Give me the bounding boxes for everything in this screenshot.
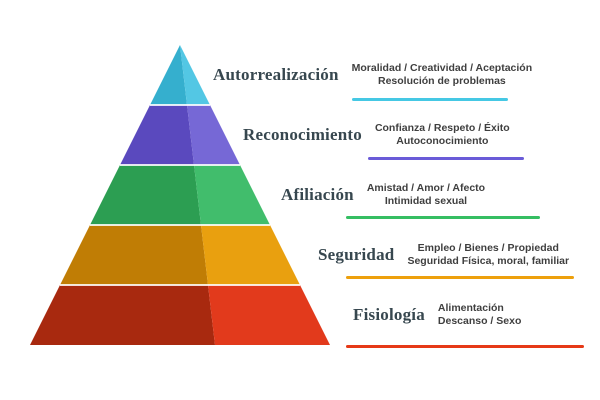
level-items-line1: Alimentación — [437, 302, 504, 314]
level-underline — [346, 276, 574, 279]
pyramid-level-1-dark-face — [150, 45, 187, 105]
pyramid-level-2-dark-face — [120, 105, 194, 165]
level-label-seguridad: Seguridad Empleo / Bienes / Propiedad Se… — [318, 242, 569, 268]
level-items: Empleo / Bienes / Propiedad Seguridad Fí… — [407, 242, 569, 268]
level-items-line2: Autoconocimiento — [396, 135, 489, 147]
pyramid-level-5-light-face — [208, 285, 330, 345]
level-underline — [368, 157, 524, 160]
level-label-fisiologia: Fisiología Alimentación Descanso / Sexo — [353, 302, 521, 328]
level-label-autorrealizacion: Autorrealización Moralidad / Creatividad… — [213, 62, 532, 88]
level-title: Reconocimiento — [243, 125, 362, 144]
level-items-line2: Resolución de problemas — [377, 75, 506, 87]
pyramid-level-4-light-face — [201, 225, 300, 285]
level-items: Alimentación Descanso / Sexo — [438, 302, 521, 328]
pyramid-level-4-dark-face — [60, 225, 208, 285]
level-items: Moralidad / Creatividad / Aceptación Res… — [352, 62, 532, 88]
level-items: Amistad / Amor / Afecto Intimidad sexual — [367, 182, 485, 208]
level-label-reconocimiento: Reconocimiento Confianza / Respeto / Éxi… — [243, 122, 510, 148]
pyramid-level-3-light-face — [194, 165, 270, 225]
pyramid-level-5-dark-face — [30, 285, 215, 345]
level-title: Autorrealización — [213, 65, 339, 84]
level-items-line2: Intimidad sexual — [384, 195, 468, 207]
level-items-line2: Descanso / Sexo — [437, 315, 522, 327]
level-items-line1: Empleo / Bienes / Propiedad — [417, 242, 559, 254]
level-items-line1: Moralidad / Creatividad / Aceptación — [351, 62, 533, 74]
pyramid-level-2-light-face — [187, 105, 240, 165]
level-underline — [346, 345, 584, 348]
level-items-line1: Confianza / Respeto / Éxito — [374, 122, 510, 134]
level-title: Afiliación — [281, 185, 354, 204]
level-items-line2: Seguridad Física, moral, familiar — [407, 255, 570, 267]
level-items-line1: Amistad / Amor / Afecto — [366, 182, 486, 194]
pyramid-level-3-dark-face — [90, 165, 201, 225]
level-title: Fisiología — [353, 305, 425, 324]
pyramid-level-1-light-face — [180, 45, 210, 105]
level-underline — [346, 216, 540, 219]
level-underline — [352, 98, 508, 101]
level-label-afiliacion: Afiliación Amistad / Amor / Afecto Intim… — [281, 182, 485, 208]
level-title: Seguridad — [318, 245, 395, 264]
level-items: Confianza / Respeto / Éxito Autoconocimi… — [375, 122, 510, 148]
